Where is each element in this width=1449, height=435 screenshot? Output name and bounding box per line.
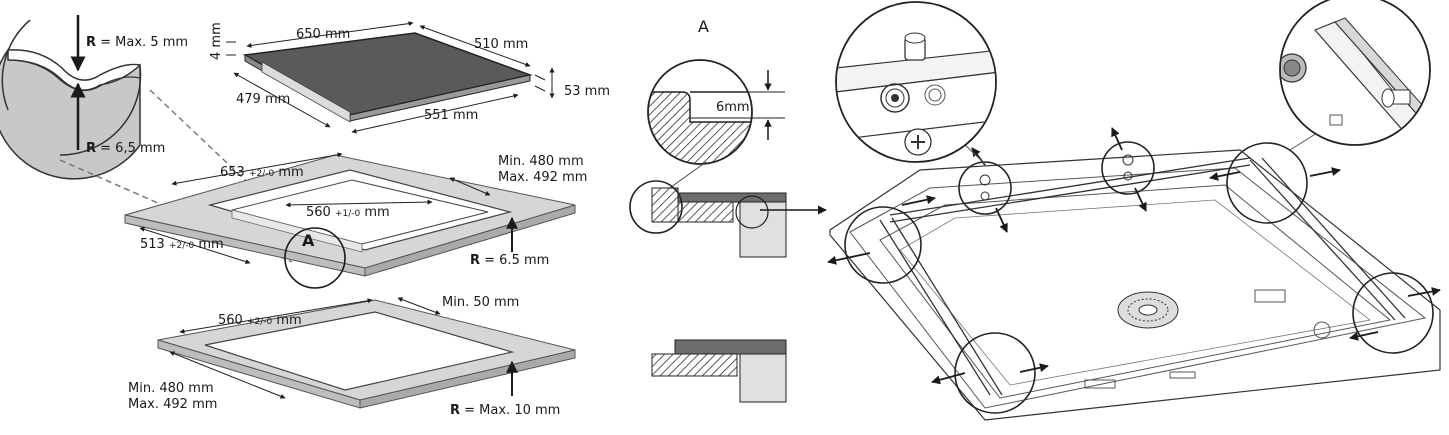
cutout-drawing: 653 +2/-0 mm 560 +1/-0 mm 513 +2/-0 mm M… bbox=[124, 152, 587, 289]
hob-glass-label: 4 mm bbox=[209, 22, 224, 60]
screw-circle-left bbox=[958, 161, 1012, 215]
flush-cutout-drawing: 560 +2/-0 mm Min. 50 mm Min. 480 mm Max.… bbox=[128, 295, 576, 418]
detail-a-marker: A bbox=[302, 231, 315, 250]
cutout-outer-width-label: 653 +2/-0 mm bbox=[220, 165, 304, 180]
flush-depth-max-label: Max. 492 mm bbox=[128, 397, 217, 412]
screw-circle-right bbox=[1101, 141, 1155, 195]
radius-bottom-label: R = 6,5 mm bbox=[86, 141, 165, 156]
hob-drawing: 650 mm 510 mm 4 mm 53 mm 479 mm 551 mm bbox=[209, 21, 610, 134]
hob-depth-label: 510 mm bbox=[474, 37, 528, 52]
clamp-circle-right bbox=[1352, 272, 1434, 354]
hob-height-label: 53 mm bbox=[564, 84, 610, 99]
hob-inner-width-label: 551 mm bbox=[424, 108, 478, 123]
clamp-circle-front-left bbox=[844, 206, 922, 284]
cutout-depth-max-label: Max. 492 mm bbox=[498, 170, 587, 185]
flush-width-label: 560 +2/-0 mm bbox=[218, 313, 302, 328]
flush-min-edge-label: Min. 50 mm bbox=[442, 295, 519, 310]
radius-top-label: R = Max. 5 mm bbox=[86, 35, 188, 50]
cutout-inner-width-label: 560 +1/-0 mm bbox=[306, 205, 390, 220]
detail-a: A 6mm bbox=[629, 17, 827, 403]
clamp-circle-front bbox=[954, 332, 1036, 414]
clamp-circle-rear-right bbox=[1226, 142, 1308, 224]
cutout-radius-label: R = 6.5 mm bbox=[470, 253, 549, 268]
hob-width-label: 650 mm bbox=[296, 27, 350, 42]
hob-underside-drawing bbox=[827, 0, 1441, 421]
hob-inner-depth-label: 479 mm bbox=[236, 92, 290, 107]
corner-radius-detail: R = Max. 5 mm R = 6,5 mm bbox=[0, 15, 188, 180]
flush-radius-label: R = Max. 10 mm bbox=[450, 403, 560, 418]
detail-a-marker-circle bbox=[284, 227, 346, 289]
cutout-depth-min-label: Min. 480 mm bbox=[498, 154, 584, 169]
detail-a-rebate-label: 6mm bbox=[716, 100, 750, 115]
cutout-outer-depth-label: 513 +2/-0 mm bbox=[140, 237, 224, 252]
width-dimension bbox=[246, 21, 414, 48]
flush-depth-min-label: Min. 480 mm bbox=[128, 381, 214, 396]
detail-a-title: A bbox=[698, 17, 709, 36]
